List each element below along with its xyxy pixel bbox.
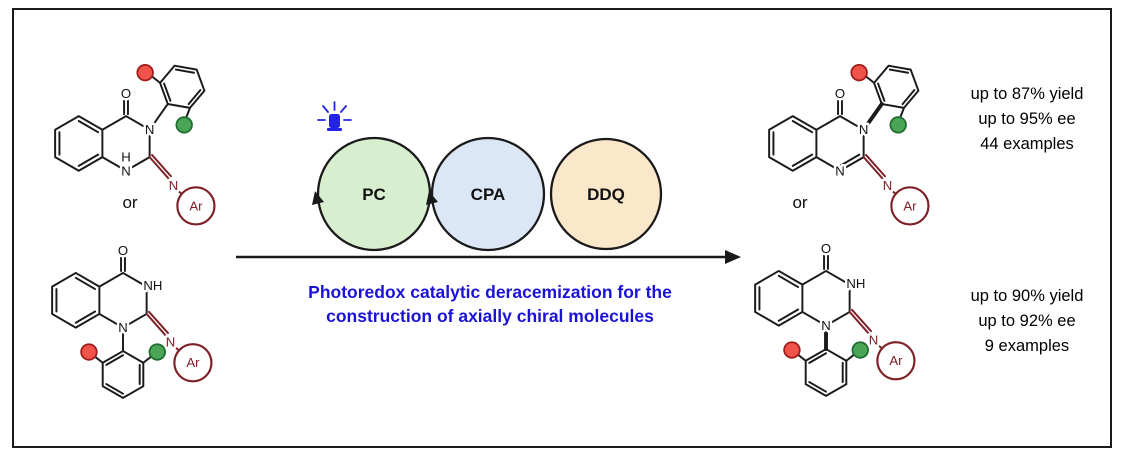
- atom-label-ar: Ar: [889, 353, 903, 368]
- stat-ee: up to 92% ee: [978, 312, 1076, 330]
- pendant-aryl-ring: [159, 64, 206, 109]
- ar-ring: [890, 186, 930, 226]
- substrate-top-structure: O N H N N Ar: [54, 63, 216, 226]
- chiral-axis-n-aryl-bond: [861, 102, 884, 132]
- carbonyl-double-bond: [837, 99, 843, 116]
- atom-label-n3: N: [859, 122, 869, 137]
- reaction-conditions-panel: PC CPA DDQ: [236, 101, 741, 264]
- n-ar-bond: [875, 343, 884, 350]
- atom-label-nh: NH: [846, 276, 865, 291]
- stat-examples: 44 examples: [980, 135, 1074, 153]
- benzo-ring: [768, 115, 818, 172]
- cpa-catalytic-cycle: CPA: [426, 136, 546, 252]
- red-substituent-marker: [136, 63, 154, 82]
- atom-label-ar: Ar: [186, 355, 200, 370]
- pendant-aryl-inner-bonds: [105, 354, 141, 395]
- imine-double-bond: [148, 153, 172, 180]
- stat-yield: up to 90% yield: [970, 287, 1084, 305]
- ar-ring: [176, 186, 216, 226]
- n-ar-bond: [889, 188, 897, 195]
- led-light-icon: [317, 101, 352, 131]
- red-substituent-marker: [850, 63, 868, 82]
- ar-ring: [173, 343, 213, 383]
- atom-label-imine-n: N: [869, 333, 879, 348]
- atom-label-nh: NH: [143, 278, 162, 293]
- imine-double-bond: [848, 308, 872, 335]
- green-substituent-marker: [851, 341, 869, 359]
- pyrimidinone-ring: [98, 271, 148, 329]
- benzo-ring-inner-bonds: [758, 274, 800, 322]
- atom-label-n1: N: [118, 320, 128, 335]
- carbonyl-double-bond: [120, 256, 126, 272]
- pc-catalytic-cycle: PC: [312, 136, 432, 252]
- atom-label-imine-n: N: [169, 178, 179, 193]
- pc-cycle-label: PC: [362, 185, 386, 204]
- cpa-cycle-arrowhead: [426, 191, 438, 205]
- benzo-ring-inner-bonds: [772, 119, 814, 167]
- red-substituent-marker: [783, 341, 801, 359]
- atom-label-o: O: [835, 86, 845, 101]
- stat-examples: 9 examples: [984, 337, 1070, 355]
- atom-label-n1: N: [121, 164, 131, 179]
- pendant-aryl-ring: [101, 350, 145, 399]
- pendant-aryl-inner-bonds: [877, 68, 916, 106]
- ddq-cycle-label: DDQ: [587, 185, 625, 204]
- n-aryl-bond: [148, 103, 169, 131]
- reaction-arrow-head: [725, 250, 741, 264]
- benzo-ring-inner-bonds: [55, 276, 97, 324]
- atom-label-ar: Ar: [189, 198, 203, 213]
- atom-label-imine-n: N: [883, 178, 893, 193]
- red-substituent-marker: [80, 343, 98, 361]
- pyrimidinone-ring: [815, 115, 865, 172]
- substrate-bottom-structure: O NH N N Ar: [51, 240, 213, 399]
- carbonyl-double-bond: [123, 99, 129, 116]
- atom-label-ar: Ar: [903, 198, 917, 213]
- benzo-ring: [54, 115, 104, 172]
- atom-label-o: O: [821, 241, 831, 256]
- pendant-aryl-inner-bonds: [163, 68, 202, 106]
- benzo-ring: [754, 269, 804, 327]
- ar-ring: [876, 341, 916, 381]
- pyrimidinone-ring: [801, 269, 851, 327]
- or-label-left: or: [122, 193, 138, 212]
- cpa-cycle-circle: [430, 136, 546, 252]
- atom-label-h: H: [121, 149, 131, 164]
- n-ar-bond: [172, 345, 181, 352]
- ddq-cycle-circle: [549, 137, 663, 251]
- green-substituent-marker: [889, 116, 907, 134]
- pendant-aryl-ring: [873, 64, 920, 109]
- product-top-stats: up to 87% yield up to 95% ee 44 examples: [952, 82, 1102, 157]
- atom-label-n1: N: [835, 164, 845, 179]
- atom-label-o: O: [118, 243, 128, 258]
- product-bottom-structure: O NH N N Ar: [754, 238, 916, 397]
- ddq-catalytic-cycle: DDQ: [549, 137, 663, 251]
- caption-line-2: construction of axially chiral molecules: [326, 305, 654, 326]
- pendant-aryl-ring: [804, 348, 848, 397]
- green-substituent-marker: [148, 343, 166, 361]
- atom-label-o: O: [121, 86, 131, 101]
- imine-double-bond: [862, 153, 886, 180]
- green-substituent-marker: [175, 116, 193, 134]
- atom-label-n1: N: [821, 318, 831, 333]
- n-ar-bond: [175, 188, 183, 195]
- benzo-ring: [51, 271, 101, 329]
- imine-double-bond: [145, 310, 169, 337]
- cpa-cycle-label: CPA: [471, 185, 506, 204]
- ring-c2-n1-double-bond: [839, 153, 861, 167]
- atom-label-imine-n: N: [166, 335, 176, 350]
- carbonyl-double-bond: [823, 254, 829, 270]
- benzo-ring-inner-bonds: [58, 119, 100, 167]
- caption-line-1: Photoredox catalytic deracemization for …: [308, 282, 672, 302]
- pendant-aryl-inner-bonds: [808, 352, 844, 393]
- stat-ee: up to 95% ee: [978, 110, 1076, 128]
- reaction-caption: Photoredox catalytic deracemization for …: [240, 281, 740, 328]
- pyrimidinone-ring: [101, 115, 151, 172]
- product-top-structure: O N N N Ar: [768, 63, 930, 226]
- product-bottom-stats: up to 90% yield up to 92% ee 9 examples: [952, 284, 1102, 359]
- atom-label-n3: N: [145, 122, 155, 137]
- pc-cycle-arrowhead: [312, 191, 324, 205]
- stat-yield: up to 87% yield: [970, 85, 1084, 103]
- or-label-right: or: [792, 193, 808, 212]
